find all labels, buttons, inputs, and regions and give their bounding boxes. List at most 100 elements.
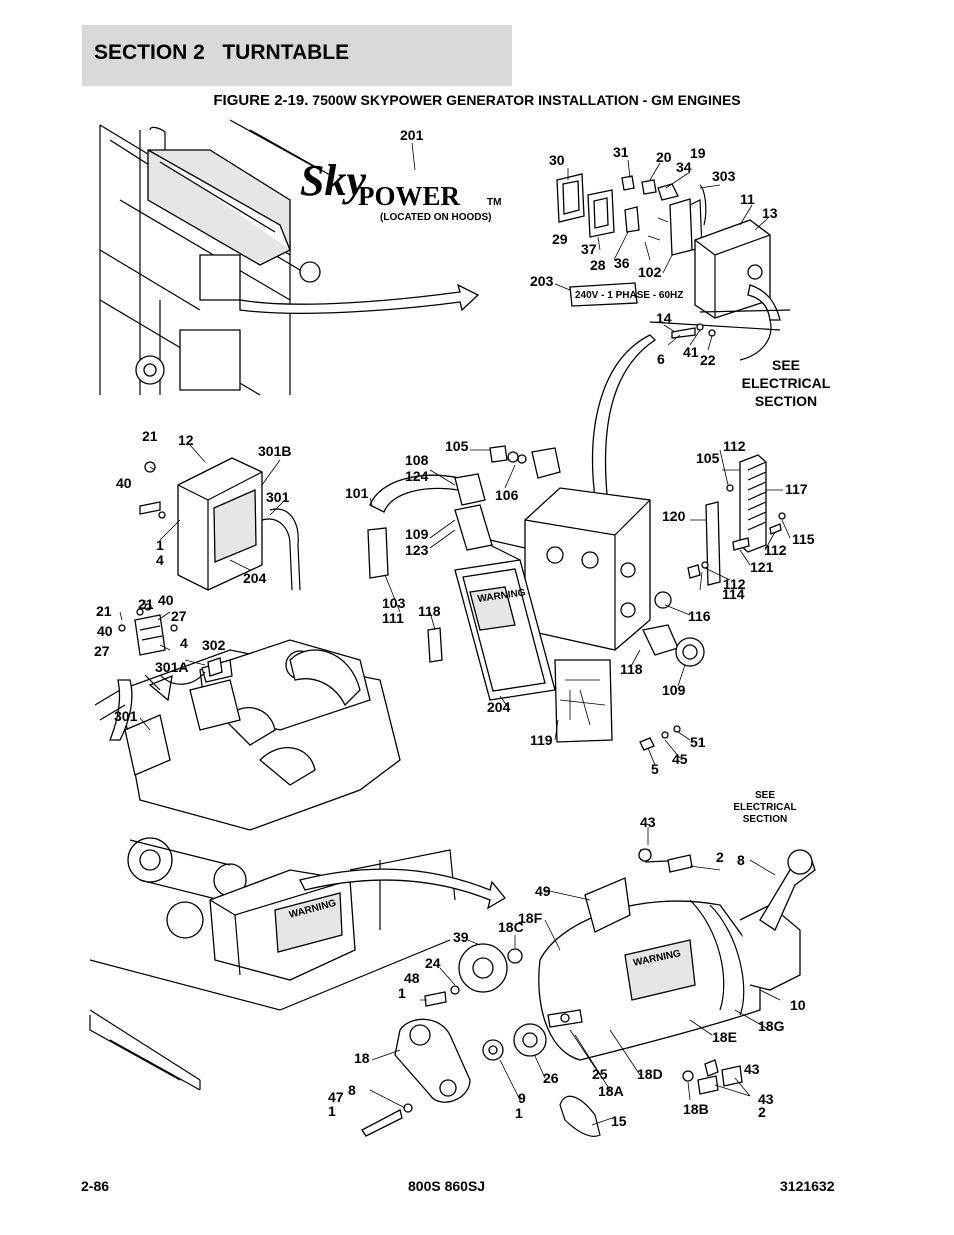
callout-203: 203 xyxy=(530,273,554,289)
callout-49: 49 xyxy=(535,883,551,899)
logo-tm-text: TM xyxy=(487,197,501,208)
callout-18A: 18A xyxy=(598,1083,624,1099)
callout-109: 109 xyxy=(405,526,429,542)
logo-power-text: POWER xyxy=(358,181,461,211)
callout-12: 12 xyxy=(178,432,194,448)
callout-118: 118 xyxy=(418,603,441,619)
callout-48: 48 xyxy=(404,970,420,986)
logo-note: (LOCATED ON HOODS) xyxy=(380,212,491,223)
leader-lines xyxy=(119,159,791,1126)
callout-301: 301 xyxy=(266,489,290,505)
callout-1: 1 xyxy=(398,985,406,1001)
callout-18G: 18G xyxy=(758,1018,785,1034)
callout-20: 20 xyxy=(656,149,672,165)
callout-13: 13 xyxy=(762,205,778,221)
control-box-top: 240V - 1 PHASE - 60HZ xyxy=(556,173,791,522)
callout-301A: 301A xyxy=(155,659,188,675)
callout-103: 103 xyxy=(382,595,406,611)
callout-9: 9 xyxy=(518,1090,526,1106)
callout-27: 27 xyxy=(94,643,110,659)
callout-115: 115 xyxy=(792,531,815,547)
decal-203-text: 240V - 1 PHASE - 60HZ xyxy=(575,290,683,301)
callout-34: 34 xyxy=(676,159,692,175)
callout-119: 119 xyxy=(530,732,553,748)
pulley-parts xyxy=(361,943,743,1137)
callout-8: 8 xyxy=(737,852,745,868)
callout-1: 1 xyxy=(515,1105,523,1121)
callout-30: 30 xyxy=(549,152,565,168)
terminal-strip xyxy=(687,454,786,586)
callout-120: 120 xyxy=(662,508,686,524)
callout-301: 301 xyxy=(114,708,138,724)
callout-105: 105 xyxy=(445,438,469,454)
callout-45: 45 xyxy=(672,751,688,767)
callout-31: 31 xyxy=(613,144,629,160)
page-number: 2-86 xyxy=(81,1178,110,1194)
callout-111: 111 xyxy=(382,610,404,626)
section-banner: SECTION 2 TURNTABLE xyxy=(82,25,512,86)
engine-assembly: WARNING xyxy=(89,639,506,1091)
callout-19: 19 xyxy=(690,145,706,161)
machine-overview xyxy=(99,119,480,396)
callout-21: 21 xyxy=(96,603,112,619)
callout-40: 40 xyxy=(116,475,132,491)
callout-10: 10 xyxy=(790,997,806,1013)
callout-114: 114 xyxy=(722,586,745,602)
callout-51: 51 xyxy=(690,734,706,750)
callout-101: 101 xyxy=(345,485,369,501)
callout-2: 2 xyxy=(758,1104,766,1120)
callout-204: 204 xyxy=(487,699,511,715)
callout-201: 201 xyxy=(400,127,424,143)
callout-5: 5 xyxy=(651,761,659,777)
callout-204: 204 xyxy=(243,570,267,586)
callout-43: 43 xyxy=(758,1091,774,1107)
callout-124: 124 xyxy=(405,468,429,484)
callout-1: 1 xyxy=(328,1103,336,1119)
callout-105: 105 xyxy=(696,450,720,466)
callout-25: 25 xyxy=(592,1066,608,1082)
callout-112: 112 xyxy=(723,438,746,454)
callout-18B: 18B xyxy=(683,1101,709,1117)
callout-43: 43 xyxy=(744,1061,760,1077)
relay-bracket xyxy=(118,603,223,677)
callout-118: 118 xyxy=(620,661,643,677)
callout-37: 37 xyxy=(581,241,597,257)
figure-caption: 7500W SKYPOWER GENERATOR INSTALLATION - … xyxy=(312,92,741,108)
skypower-logo: Sky POWER TM (LOCATED ON HOODS) xyxy=(300,142,501,223)
callout-102: 102 xyxy=(638,264,662,280)
callout-8: 8 xyxy=(348,1082,356,1098)
document-number: 3121632 xyxy=(780,1178,835,1194)
figure-number: FIGURE 2-19. xyxy=(213,92,309,109)
logo-sky-text: Sky xyxy=(300,156,366,205)
callout-29: 29 xyxy=(552,231,568,247)
callout-117: 117 xyxy=(785,481,808,497)
callout-1: 1 xyxy=(156,537,164,553)
model-number: 800S 860SJ xyxy=(408,1178,486,1194)
callout-11: 11 xyxy=(740,191,755,207)
callout-14: 14 xyxy=(656,310,672,326)
callout-40: 40 xyxy=(158,592,174,608)
callout-36: 36 xyxy=(614,255,630,271)
callout-123: 123 xyxy=(405,542,429,558)
wiring-box-middle: WARNING xyxy=(367,445,705,751)
callout-2: 2 xyxy=(716,849,724,865)
callout-15: 15 xyxy=(611,1113,627,1129)
callout-18D: 18D xyxy=(637,1066,663,1082)
callout-6: 6 xyxy=(657,351,665,367)
callout-4: 4 xyxy=(156,552,164,568)
callout-27: 27 xyxy=(171,608,187,624)
callout-21: 21 xyxy=(138,596,154,612)
callout-303: 303 xyxy=(712,168,736,184)
callout-18: 18 xyxy=(354,1050,370,1066)
callout-28: 28 xyxy=(590,257,606,273)
callout-22: 22 xyxy=(700,352,716,368)
callout-301B: 301B xyxy=(258,443,291,459)
callout-40: 40 xyxy=(97,623,113,639)
generator-head: WARNING xyxy=(538,848,816,1061)
callout-108: 108 xyxy=(405,452,429,468)
callout-43: 43 xyxy=(640,814,656,830)
